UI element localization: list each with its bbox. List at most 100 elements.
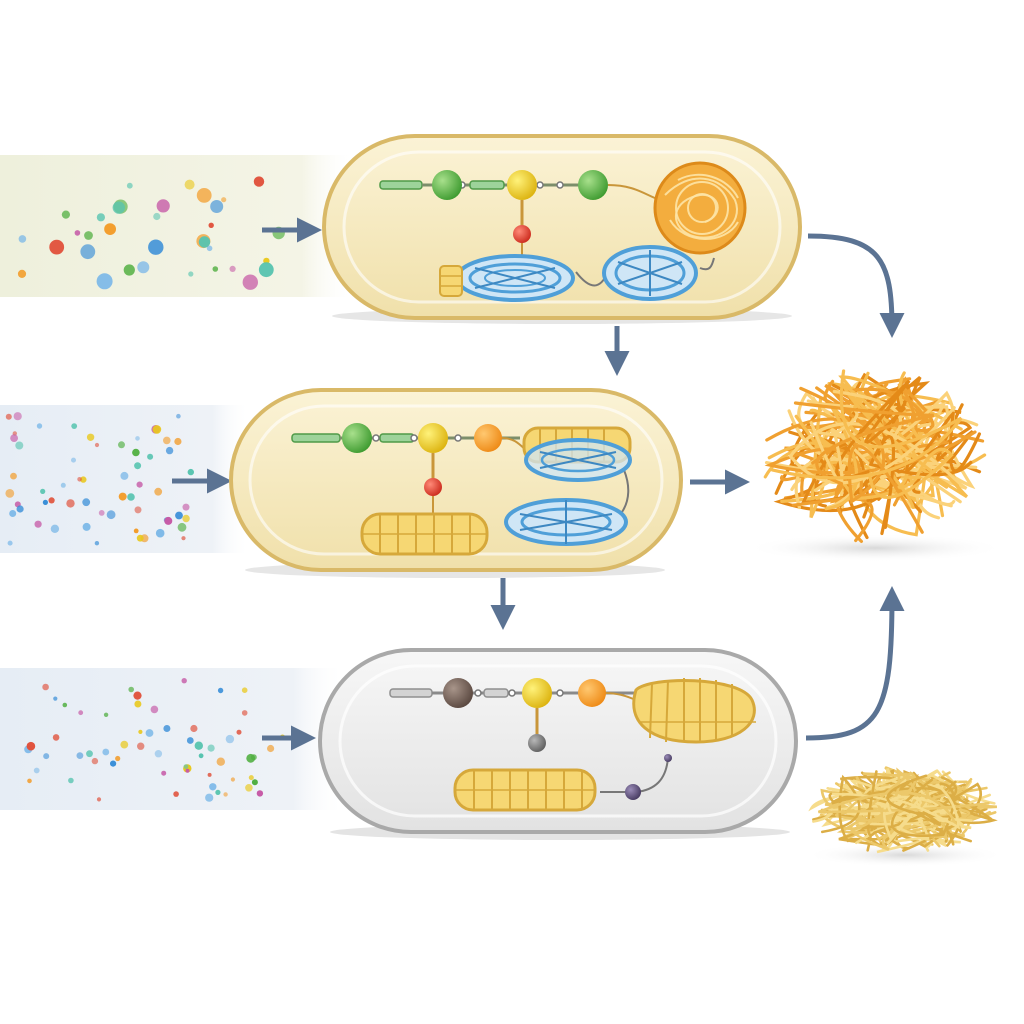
molecule-dot <box>106 510 116 520</box>
molecule-dot <box>18 235 27 243</box>
small-molecule-dots-icon <box>17 176 285 290</box>
amorphous-aggregate-icon <box>808 766 998 854</box>
small-molecule-dots-icon <box>5 412 194 546</box>
fibril-strand <box>817 791 990 826</box>
blue-protein-complex-icon <box>524 438 632 482</box>
fibril-strand <box>867 770 958 837</box>
molecule-dot <box>118 492 127 501</box>
molecule-dot <box>96 213 105 222</box>
molecule-dot <box>145 729 154 737</box>
molecule-dot <box>134 700 142 708</box>
molecule-dot <box>153 212 161 221</box>
molecule-dot <box>154 750 163 758</box>
signal-pathway-chain-icon <box>379 170 715 287</box>
molecule-dot <box>215 789 221 796</box>
molecule-dot <box>182 503 190 511</box>
flow-arrow-icon <box>807 233 905 338</box>
molecule-dot <box>40 488 46 494</box>
molecule-dot <box>217 687 224 694</box>
molecule-dot <box>165 446 174 455</box>
molecule-dot <box>267 744 275 753</box>
molecule-dot <box>7 540 13 546</box>
molecule-dot <box>175 511 183 520</box>
molecule-dot <box>126 182 133 189</box>
aggregate-shadow <box>805 843 1005 867</box>
molecule-dot <box>223 792 228 797</box>
molecule-dot <box>33 767 40 774</box>
molecule-dot <box>253 176 265 187</box>
molecule-dot <box>152 425 162 434</box>
molecule-dot <box>190 724 198 733</box>
blue-protein-complex-icon <box>455 254 575 302</box>
molecule-dot <box>10 472 17 480</box>
molecule-dot <box>196 188 212 203</box>
signal-pathway-chain-icon <box>389 678 672 800</box>
gold-protein-complex-icon <box>439 265 463 297</box>
molecule-dot <box>43 753 50 760</box>
molecule-dot <box>62 702 68 708</box>
gold-protein-complex-icon <box>360 512 489 556</box>
molecule-dot <box>185 768 190 773</box>
fibril-strand <box>870 771 917 807</box>
molecule-dot <box>198 753 204 759</box>
molecule-dot <box>155 528 165 538</box>
flow-arrow-icon <box>805 586 905 741</box>
molecule-dot <box>68 777 74 784</box>
fibril-strand <box>905 411 981 473</box>
molecule-dot <box>210 200 224 213</box>
gold-protein-complex-icon <box>453 768 597 812</box>
molecule-dot <box>241 710 248 716</box>
molecule-dot <box>50 524 60 533</box>
molecule-dot <box>137 742 145 750</box>
aggregate-shadow <box>745 534 1005 562</box>
molecule-dot <box>205 793 214 802</box>
molecule-dot <box>86 433 95 441</box>
molecule-dot <box>138 729 143 735</box>
fibril-strand <box>793 401 935 486</box>
molecule-dot <box>66 499 75 508</box>
tangled-fibril-aggregate-icon <box>653 161 747 255</box>
molecule-dot <box>135 436 140 441</box>
molecule-dot <box>123 264 135 276</box>
fibril-strand <box>809 371 969 499</box>
molecule-dot <box>163 436 171 445</box>
molecule-dot <box>34 520 42 528</box>
molecule-dot <box>188 271 194 277</box>
molecule-dot <box>246 753 256 763</box>
molecule-dot <box>42 499 49 505</box>
molecule-dot <box>148 239 164 255</box>
molecule-dot <box>156 199 170 213</box>
fibril-strand <box>826 389 903 509</box>
molecule-dot <box>128 686 134 693</box>
molecule-dot <box>147 453 154 460</box>
molecule-dot <box>84 231 93 240</box>
molecule-dot <box>15 441 24 450</box>
molecule-dot <box>182 514 190 523</box>
molecule-dot <box>184 179 195 190</box>
molecule-dot <box>187 468 194 476</box>
molecule-dot <box>94 442 100 448</box>
molecule-dot <box>26 741 36 751</box>
molecule-dot <box>134 462 142 470</box>
molecule-dot <box>236 729 242 735</box>
molecule-dot <box>80 476 87 483</box>
molecule-dot <box>61 210 70 219</box>
molecule-dot <box>102 748 110 756</box>
molecule-dot <box>118 441 125 449</box>
molecule-dot <box>77 477 82 482</box>
molecule-dot <box>207 744 215 752</box>
molecule-dot <box>115 755 121 762</box>
molecule-dot <box>173 791 179 797</box>
molecule-dot <box>60 482 66 488</box>
molecule-dot <box>10 434 18 442</box>
molecule-dot <box>80 244 96 260</box>
molecule-dot <box>225 734 235 744</box>
molecule-dot <box>98 510 105 516</box>
molecule-dot <box>133 691 142 700</box>
molecule-dot <box>13 412 22 421</box>
input-band-top <box>0 155 355 297</box>
signal-pathway-chain-icon <box>291 423 630 514</box>
molecule-dot <box>229 265 236 272</box>
molecule-dot <box>177 522 187 532</box>
molecule-dot <box>82 498 91 507</box>
